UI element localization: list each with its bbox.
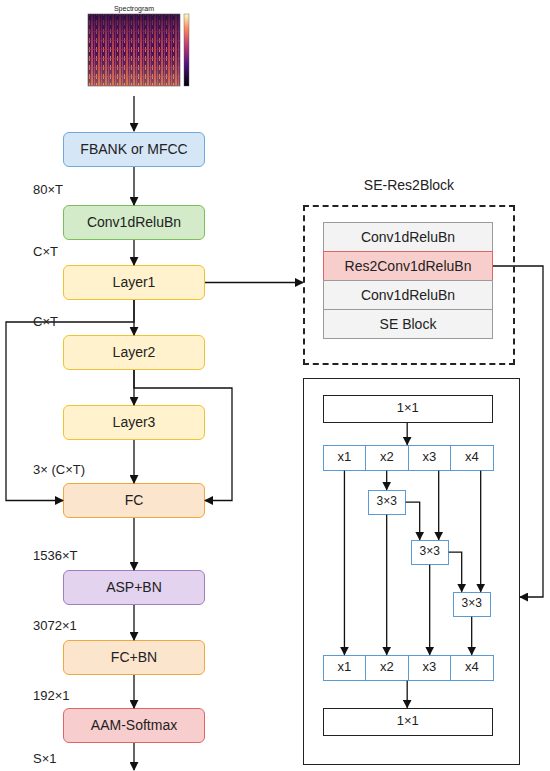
box-label: FC — [64, 492, 204, 508]
arrow-connector — [133, 300, 134, 335]
arrow-connector — [6, 300, 134, 501]
box-label: 1×1 — [324, 401, 492, 416]
dimension-label: 1536×T — [33, 549, 123, 563]
split-cell: x4 — [450, 655, 494, 681]
dimension-label: 192×1 — [33, 689, 123, 703]
dimension-label: C×T — [33, 315, 123, 329]
arrow-connector — [471, 617, 472, 655]
box-label: x1 — [324, 660, 366, 675]
spectrogram-plot — [88, 14, 180, 86]
arrow-connector — [133, 240, 134, 265]
block-heading: SE-Res2Block — [285, 177, 533, 193]
input-arrow — [133, 96, 134, 131]
arrow-connector — [133, 675, 134, 708]
dimension-label: 3× (C×T) — [33, 463, 128, 477]
box-label: 3×3 — [412, 545, 448, 559]
split-cell: x1 — [323, 445, 367, 471]
layer-block: Layer2 — [63, 335, 205, 370]
split-cell: x1 — [323, 655, 367, 681]
box-label: Conv1dReluBn — [64, 214, 204, 230]
dimension-label: 80×T — [33, 183, 123, 197]
sub-layer-box: Conv1dReluBn — [323, 280, 493, 310]
res2-detail-frame: 1×1x1x2x3x43×33×33×3x1x2x3x41×1 — [303, 378, 520, 765]
box-label: x2 — [366, 660, 408, 675]
conv1x1-box: 1×1 — [323, 395, 493, 423]
box-label: 1×1 — [324, 714, 492, 729]
split-cell: x4 — [450, 445, 494, 471]
box-label: SE Block — [324, 316, 492, 332]
fc-block: FC+BN — [63, 640, 205, 675]
sub-layer-box: SE Block — [323, 309, 493, 339]
conv-block: Conv1dReluBn — [63, 205, 205, 240]
spectrogram-shading — [88, 14, 180, 86]
arrow-connector — [386, 515, 387, 655]
box-label: Res2Conv1dReluBn — [324, 258, 492, 274]
split-cell: x2 — [365, 445, 409, 471]
arrow-connector — [438, 471, 439, 540]
box-label: Conv1dReluBn — [324, 287, 492, 303]
arrow-connector — [407, 423, 408, 445]
box-label: x4 — [451, 450, 493, 465]
box-label: Layer3 — [64, 414, 204, 430]
box-label: AAM-Softmax — [64, 717, 204, 733]
spectrogram-axes — [88, 14, 180, 86]
conv3x3-box: 3×3 — [368, 490, 406, 515]
arrow-connector — [133, 605, 134, 640]
box-label: Layer1 — [64, 274, 204, 290]
arrow-connector — [133, 518, 134, 570]
split-cell: x3 — [408, 445, 452, 471]
se-res2block-frame: SE-Res2BlockConv1dReluBnRes2Conv1dReluBn… — [303, 205, 515, 365]
conv3x3-box: 3×3 — [453, 592, 491, 617]
arrow-connector — [407, 681, 408, 708]
layer-block: Layer3 — [63, 405, 205, 440]
sub-layer-box: Conv1dReluBn — [323, 222, 493, 252]
input-feature-box: FBANK or MFCC — [63, 132, 205, 167]
res2-layer-box: Res2Conv1dReluBn — [323, 251, 493, 281]
spectrogram-image — [88, 14, 189, 86]
plot-title: Spectrogram — [88, 5, 180, 13]
arrow-connector — [133, 440, 134, 483]
box-label: FC+BN — [64, 649, 204, 665]
arrow-connector — [133, 167, 134, 205]
arrow-connector — [449, 552, 462, 592]
box-label: x4 — [451, 660, 493, 675]
box-label: x3 — [409, 660, 451, 675]
arrow-connector — [493, 266, 543, 597]
arrow-connector — [406, 502, 420, 540]
conv3x3-box: 3×3 — [411, 540, 449, 565]
colorbar — [184, 14, 189, 86]
fc-block: FC — [63, 483, 205, 518]
softmax-block: AAM-Softmax — [63, 708, 205, 743]
box-label: FBANK or MFCC — [64, 141, 204, 157]
box-label: Conv1dReluBn — [324, 229, 492, 245]
arrow-connector — [133, 370, 134, 405]
split-cell: x2 — [365, 655, 409, 681]
arrow-connector — [429, 565, 430, 655]
arrow-connector — [386, 471, 387, 490]
spectrogram-texture — [88, 14, 180, 86]
dimension-label: S×1 — [33, 752, 123, 766]
arrow-connector — [205, 282, 303, 283]
box-label: ASP+BN — [64, 579, 204, 595]
dimension-label: C×T — [33, 245, 123, 259]
layer-block: Layer1 — [63, 265, 205, 300]
box-label: 3×3 — [369, 495, 405, 509]
pooling-block: ASP+BN — [63, 570, 205, 605]
output-arrow — [133, 743, 134, 770]
box-label: 3×3 — [454, 597, 490, 611]
arrow-connector — [344, 471, 345, 655]
box-label: x3 — [409, 450, 451, 465]
conv1x1-box: 1×1 — [323, 708, 493, 736]
box-label: Layer2 — [64, 344, 204, 360]
split-cell: x3 — [408, 655, 452, 681]
arrow-connector — [134, 370, 232, 501]
box-label: x2 — [366, 450, 408, 465]
arrow-connector — [480, 471, 481, 592]
dimension-label: 3072×1 — [33, 619, 123, 633]
box-label: x1 — [324, 450, 366, 465]
